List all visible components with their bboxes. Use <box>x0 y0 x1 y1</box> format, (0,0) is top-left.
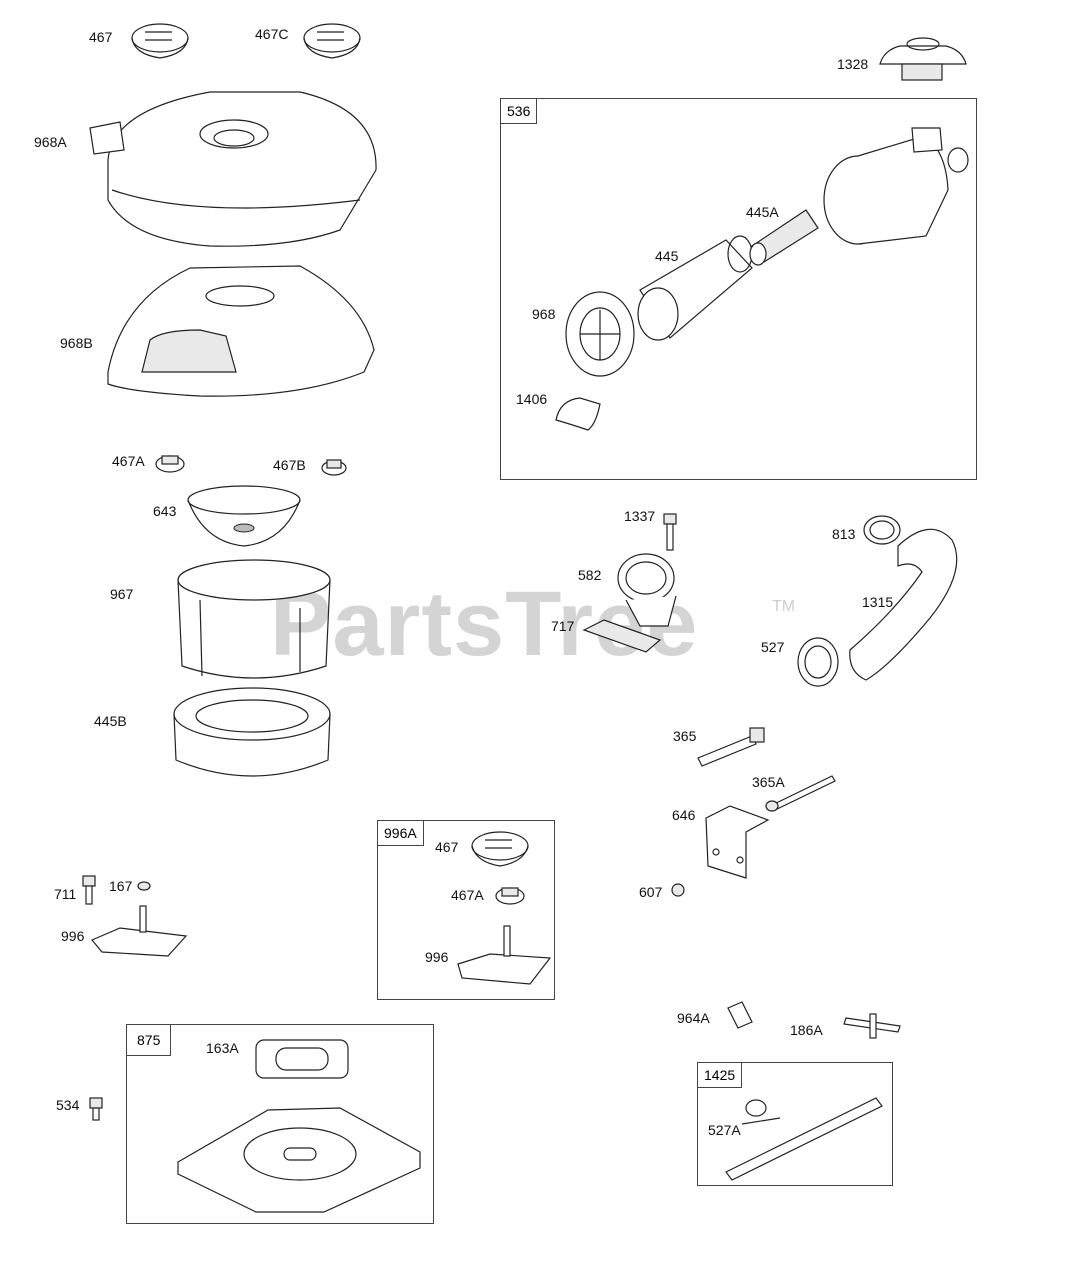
callout-365A[interactable]: 365A <box>752 774 785 790</box>
callout-967[interactable]: 967 <box>110 586 134 602</box>
callout-646[interactable]: 646 <box>672 807 696 823</box>
watermark-trademark: TM <box>772 598 796 615</box>
callout-968A[interactable]: 968A <box>34 134 67 150</box>
part-365-bolt[interactable] <box>697 727 765 767</box>
callout-643[interactable]: 643 <box>153 503 177 519</box>
part-467-cap-kit[interactable] <box>471 831 529 867</box>
part-1315-hose[interactable] <box>849 528 958 681</box>
part-996-plate-kit[interactable] <box>457 925 552 985</box>
callout-582[interactable]: 582 <box>578 567 602 583</box>
part-186A-tube[interactable] <box>843 1013 901 1039</box>
callout-527A[interactable]: 527A <box>708 1122 741 1138</box>
callout-467-kit[interactable]: 467 <box>435 839 459 855</box>
callout-445A[interactable]: 445A <box>746 204 779 220</box>
part-534-bolt[interactable] <box>89 1097 103 1121</box>
callout-534[interactable]: 534 <box>56 1097 80 1113</box>
callout-968[interactable]: 968 <box>532 306 556 322</box>
callout-467C[interactable]: 467C <box>255 26 289 42</box>
part-968-end-cap[interactable] <box>565 291 635 377</box>
callout-527[interactable]: 527 <box>761 639 785 655</box>
callout-717[interactable]: 717 <box>551 618 575 634</box>
part-1425-rod[interactable] <box>725 1097 883 1181</box>
part-711-bolt[interactable] <box>82 875 96 905</box>
part-996-plate[interactable] <box>91 905 188 957</box>
part-527A-clip[interactable] <box>741 1099 781 1125</box>
part-445A-filter[interactable] <box>749 209 819 266</box>
part-875-base[interactable] <box>177 1107 421 1213</box>
group-box-875: 875 <box>126 1024 434 1224</box>
callout-445B[interactable]: 445B <box>94 713 127 729</box>
part-1337-bolt[interactable] <box>663 513 677 551</box>
part-717-plate[interactable] <box>582 619 662 653</box>
part-964A-sleeve[interactable] <box>727 1001 753 1029</box>
callout-607[interactable]: 607 <box>639 884 663 900</box>
part-646-bracket[interactable] <box>705 805 770 879</box>
callout-1328[interactable]: 1328 <box>837 56 869 72</box>
callout-996[interactable]: 996 <box>61 928 85 944</box>
part-163A-gasket[interactable] <box>255 1039 349 1079</box>
callout-711[interactable]: 711 <box>54 886 77 902</box>
group-label-996A[interactable]: 996A <box>378 821 424 846</box>
callout-968B[interactable]: 968B <box>60 335 93 351</box>
callout-467A[interactable]: 467A <box>112 453 145 469</box>
part-467A-knob-kit[interactable] <box>495 887 525 905</box>
callout-167[interactable]: 167 <box>109 878 133 894</box>
part-167-nut[interactable] <box>137 881 151 891</box>
part-813-clamp[interactable] <box>863 515 901 545</box>
callout-365[interactable]: 365 <box>673 728 697 744</box>
part-527-clamp[interactable] <box>797 637 839 687</box>
group-label-536[interactable]: 536 <box>501 99 538 124</box>
part-536-housing[interactable] <box>823 127 969 245</box>
part-445B-filter[interactable] <box>173 687 331 777</box>
callout-467[interactable]: 467 <box>89 29 113 45</box>
part-365A-bolt[interactable] <box>765 775 836 812</box>
group-label-875[interactable]: 875 <box>127 1025 172 1056</box>
callout-1315[interactable]: 1315 <box>862 594 894 610</box>
callout-163A[interactable]: 163A <box>206 1040 239 1056</box>
callout-1406[interactable]: 1406 <box>516 391 548 407</box>
part-643-dish[interactable] <box>187 485 301 547</box>
part-445-filter[interactable] <box>637 235 753 341</box>
callout-467A-kit[interactable]: 467A <box>451 887 484 903</box>
callout-467B[interactable]: 467B <box>273 457 306 473</box>
part-967-screen[interactable] <box>177 559 331 679</box>
part-467C-cap[interactable] <box>303 23 361 59</box>
part-607-nut[interactable] <box>671 883 685 897</box>
callout-964A[interactable]: 964A <box>677 1010 710 1026</box>
part-1328-cap[interactable] <box>879 37 967 81</box>
part-582-bracket[interactable] <box>617 553 677 627</box>
part-467A-knob[interactable] <box>155 455 185 473</box>
part-467B-knob[interactable] <box>321 459 347 476</box>
part-1406-valve[interactable] <box>555 397 601 431</box>
group-box-1425: 1425 <box>697 1062 893 1186</box>
group-label-1425[interactable]: 1425 <box>698 1063 743 1088</box>
callout-186A[interactable]: 186A <box>790 1022 823 1038</box>
part-968B-cover[interactable] <box>107 265 375 397</box>
part-467-cap[interactable] <box>131 23 189 59</box>
group-box-536: 536 <box>500 98 977 480</box>
part-968A-housing[interactable] <box>89 91 377 247</box>
callout-996-kit[interactable]: 996 <box>425 949 449 965</box>
group-box-996A: 996A <box>377 820 555 1000</box>
callout-1337[interactable]: 1337 <box>624 508 656 524</box>
callout-445[interactable]: 445 <box>655 248 679 264</box>
callout-813[interactable]: 813 <box>832 526 856 542</box>
